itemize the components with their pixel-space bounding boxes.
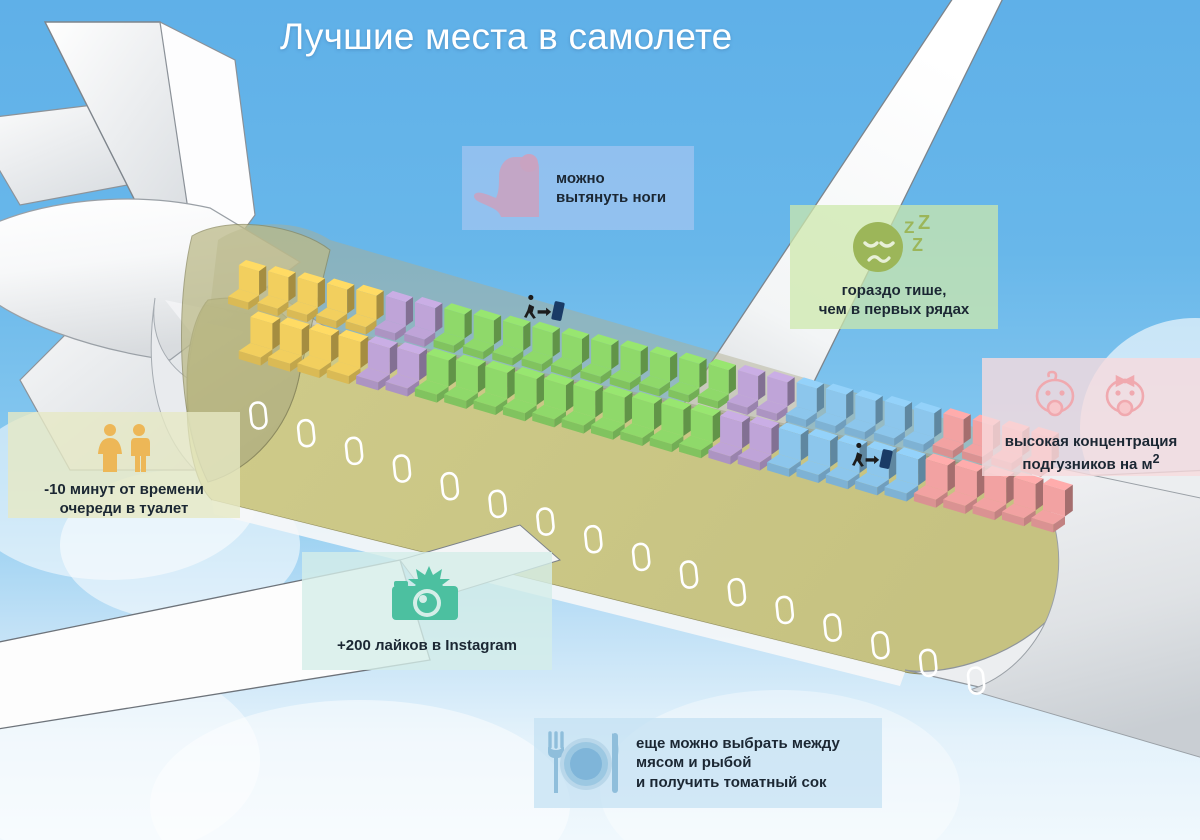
cabin-seat: [238, 311, 281, 366]
cabin-seat: [679, 404, 721, 459]
cabin-seat: [356, 336, 398, 391]
cabin-seat: [737, 416, 780, 471]
cabin-window: [344, 436, 364, 466]
cabin-seat: [756, 371, 795, 422]
callout-legroom-text: можно вытянуть ноги: [556, 169, 667, 206]
cabin-window: [488, 489, 507, 519]
cabin-seat: [844, 389, 883, 440]
camera-flash-icon: [382, 564, 472, 626]
emergency-exit-icon: [852, 442, 893, 469]
cabin-seat: [502, 366, 545, 422]
callout-legroom[interactable]: можно вытянуть ноги: [462, 146, 694, 230]
cabin-seat: [1001, 472, 1044, 527]
cabin-seat: [404, 297, 443, 347]
callout-babies-main: высокая концентрация подгузников на м: [1004, 433, 1178, 474]
callout-restroom-text: -10 минут от времени очереди в туалет: [44, 481, 204, 518]
cabin-window: [296, 418, 316, 448]
cabin-window: [775, 595, 795, 625]
cabin-seat: [444, 354, 486, 409]
cabin-seat: [433, 303, 472, 354]
svg-text:Z: Z: [912, 235, 923, 255]
cabin-window: [871, 630, 890, 660]
reclining-passenger-icon: [472, 151, 546, 225]
baby-faces-icon: [1021, 370, 1161, 424]
cabin-seat: [385, 342, 427, 397]
cabin-seat: [550, 327, 590, 378]
cabin-window: [392, 454, 412, 483]
cabin-seat: [620, 391, 662, 446]
cabin-seat: [326, 329, 369, 385]
cabin-seat: [609, 340, 648, 391]
cabin-seat: [561, 379, 604, 434]
cabin-seat: [873, 395, 913, 446]
cabin-window: [966, 666, 986, 695]
callout-instagram[interactable]: +200 лайков в Instagram: [302, 552, 552, 670]
cabin-seat: [727, 365, 766, 415]
cabin-window: [583, 524, 603, 554]
cabin-seat: [785, 377, 825, 428]
cabin-window: [631, 542, 651, 572]
cabin-seat: [913, 453, 956, 508]
cabin-seat: [374, 290, 414, 341]
sleeping-face-icon: Z Z Z: [834, 213, 954, 275]
cabin-seat: [316, 278, 355, 329]
cabin-seat: [521, 321, 560, 372]
cabin-seat: [639, 346, 678, 397]
cabin-seat: [884, 447, 927, 502]
cabin-seat: [345, 284, 384, 335]
callout-quiet-text: гораздо тише, чем в первых рядах: [818, 282, 970, 319]
cabin-seat: [228, 259, 267, 310]
cabin-seat: [903, 402, 942, 453]
cabin-seat: [815, 383, 854, 434]
cabin-seat: [668, 352, 707, 403]
cabin-window: [727, 577, 747, 607]
callout-babies-superscript: 2: [1152, 452, 1160, 467]
cabin-window: [918, 648, 938, 678]
cabin-seat: [492, 315, 531, 366]
cabin-seat: [257, 266, 296, 317]
cabin-seat: [932, 408, 971, 459]
cabin-seat: [796, 428, 838, 484]
cabin-seat: [414, 348, 457, 403]
svg-text:Z: Z: [918, 213, 930, 234]
cabin-seat: [1031, 478, 1073, 533]
cabin-seat: [462, 309, 502, 360]
cabin-seat: [297, 323, 339, 378]
svg-text:Z: Z: [904, 218, 914, 237]
callout-babies[interactable]: высокая концентрация подгузников на м2: [982, 358, 1200, 476]
callout-quiet[interactable]: Z Z Z гораздо тише, чем в первых рядах: [790, 205, 998, 329]
cabin-seat: [473, 360, 516, 416]
cabin-seat: [649, 397, 692, 453]
cabin-window: [536, 507, 555, 536]
cabin-window: [249, 401, 268, 430]
plate-cutlery-icon: [544, 727, 626, 799]
cabin-seat: [286, 272, 325, 323]
callout-instagram-text: +200 лайков в Instagram: [337, 637, 517, 654]
cabin-seat: [708, 410, 750, 465]
cabin-seat: [590, 385, 633, 440]
callout-babies-text: высокая концентрация подгузников на м2: [1005, 432, 1178, 474]
cabin-seat: [532, 373, 574, 428]
cabin-seat: [697, 358, 736, 409]
page-title: Лучшие места в самолете: [280, 16, 733, 57]
cabin-seat: [580, 334, 619, 385]
cabin-window: [679, 560, 699, 589]
callout-meal[interactable]: еще можно выбрать между мясом и рыбой и …: [534, 718, 882, 808]
cabin-window: [440, 471, 460, 501]
cabin-window: [823, 613, 842, 642]
cabin-seat: [268, 317, 310, 372]
restroom-figures-icon: [84, 422, 164, 474]
callout-meal-text: еще можно выбрать между мясом и рыбой и …: [636, 735, 840, 791]
emergency-exit-icon: [524, 294, 565, 321]
callout-restroom[interactable]: -10 минут от времени очереди в туалет: [8, 412, 240, 518]
cabin-seat: [767, 422, 809, 477]
